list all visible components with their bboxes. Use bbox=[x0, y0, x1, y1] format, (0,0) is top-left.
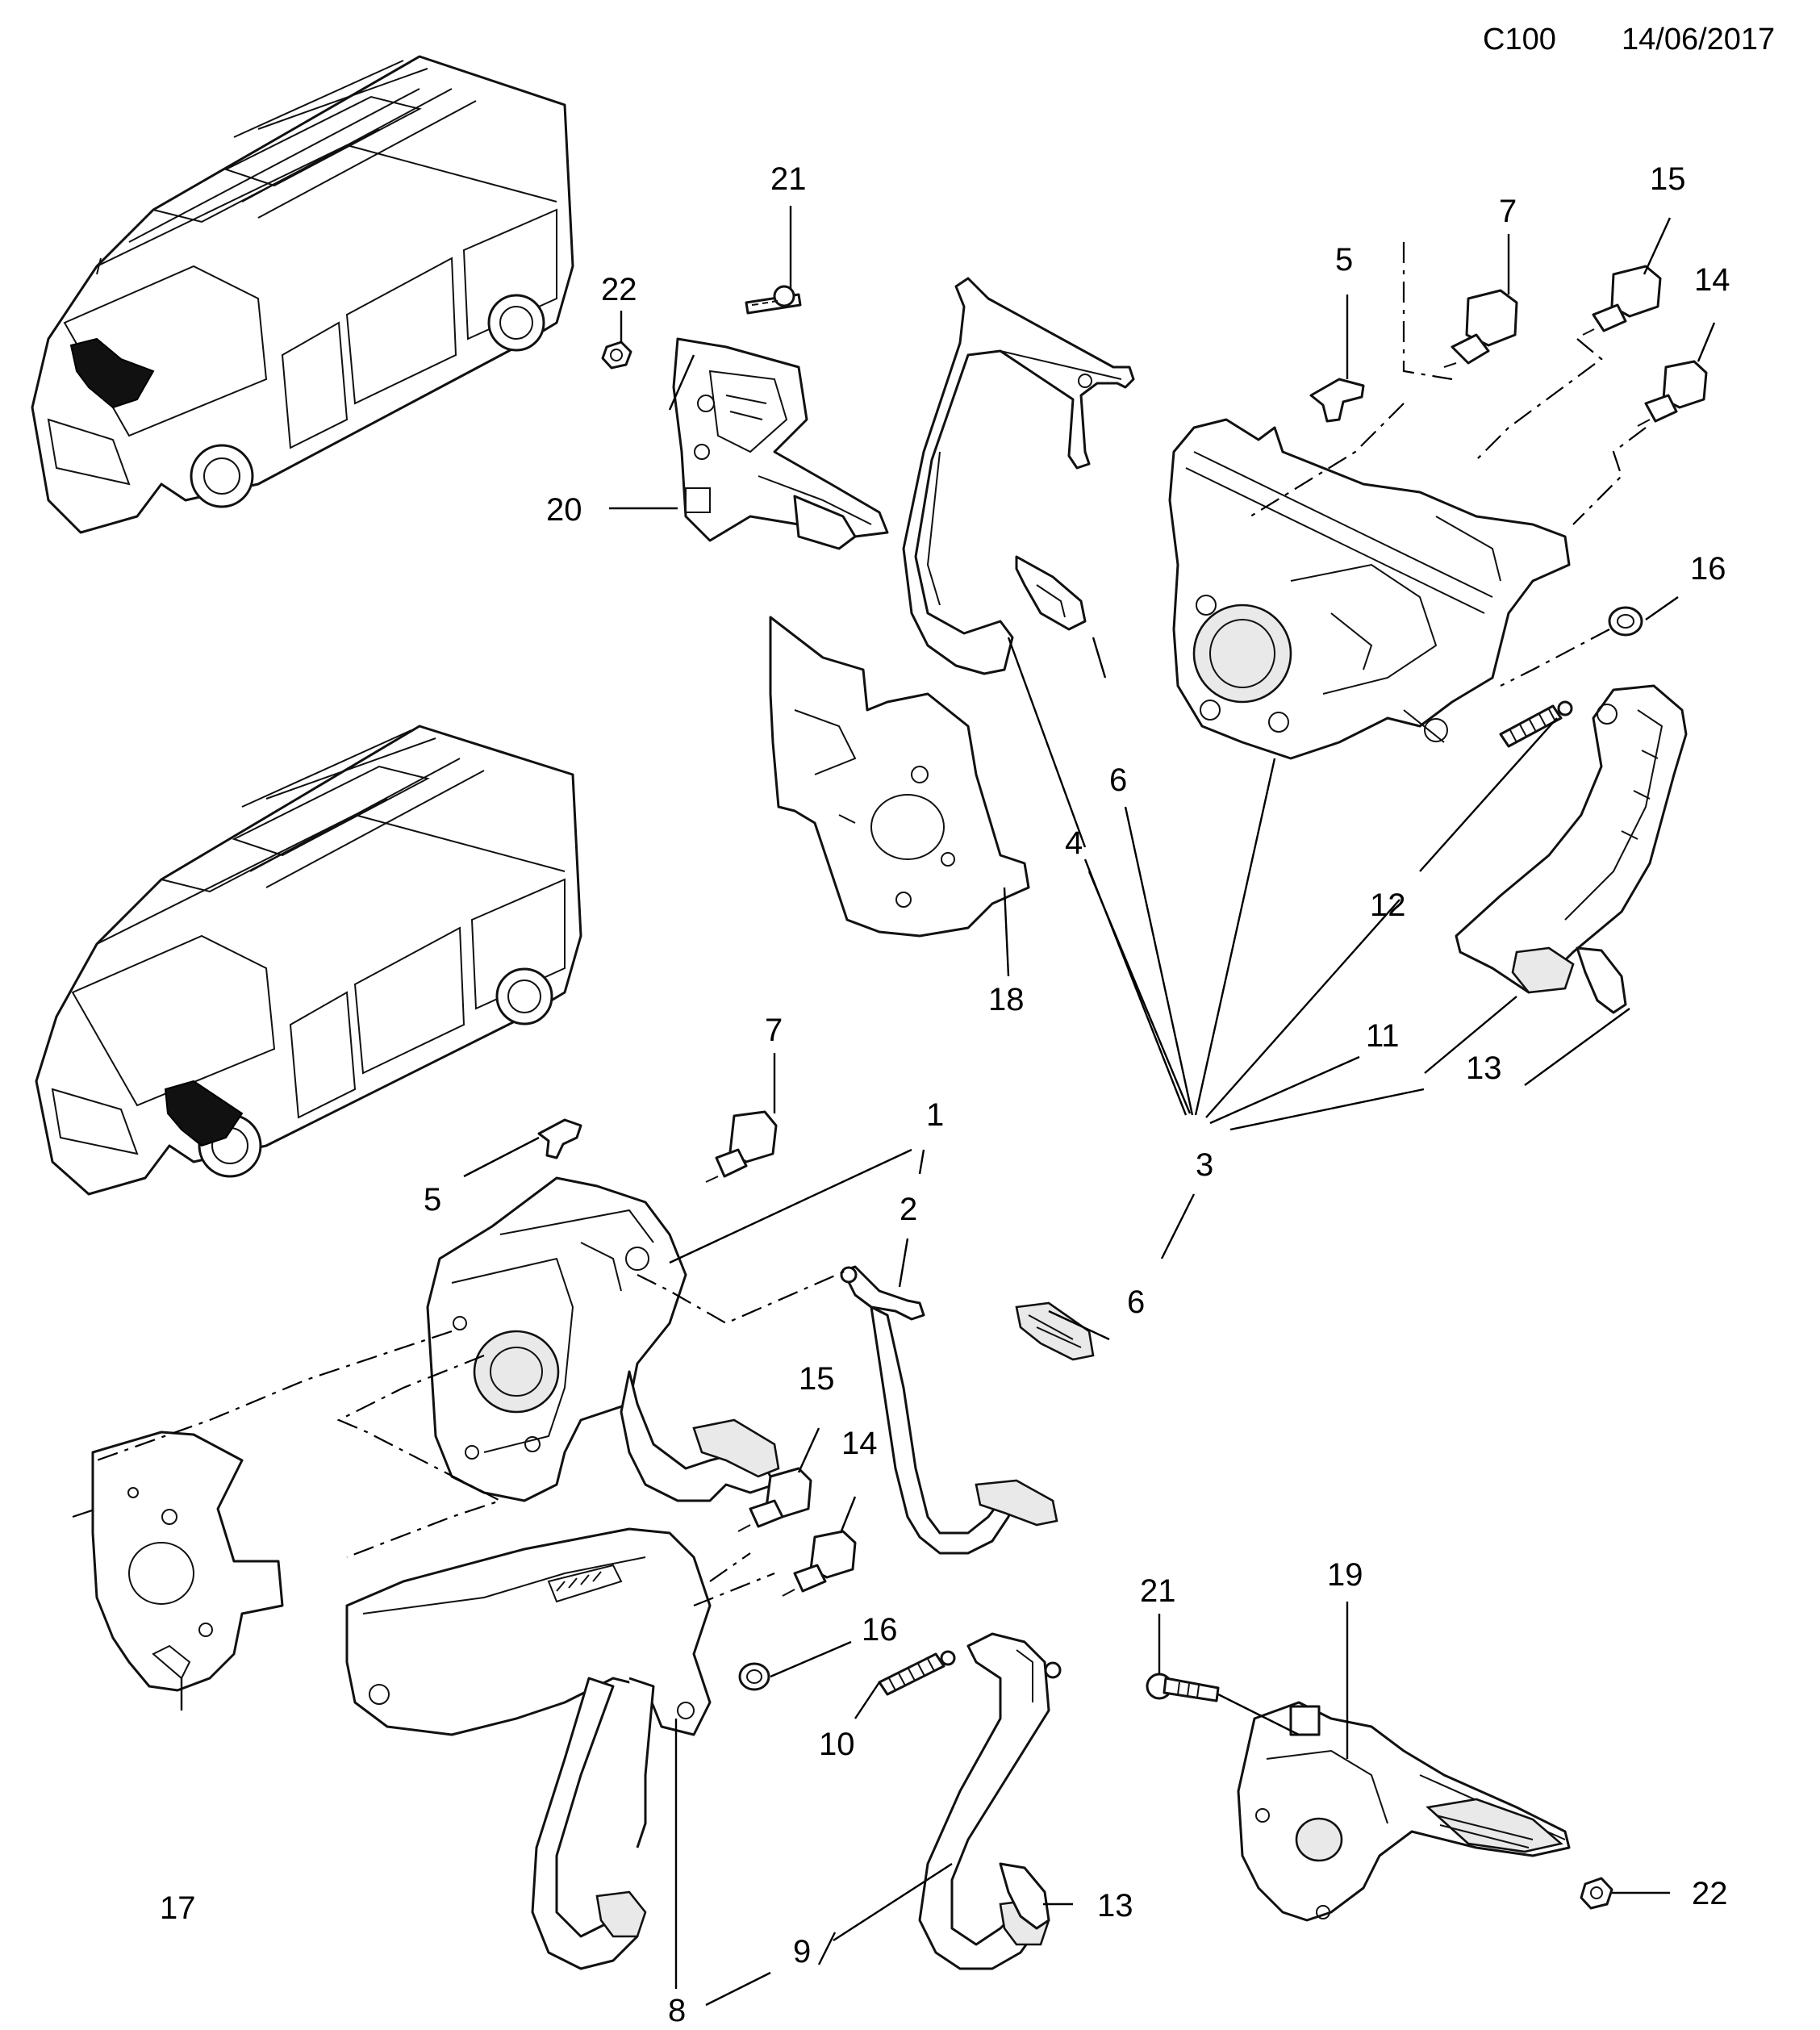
nut-22-lower bbox=[1580, 1877, 1613, 1910]
callout-10: 10 bbox=[819, 1727, 855, 1762]
spring-12-top bbox=[1499, 700, 1573, 748]
callout-13-top: 13 bbox=[1466, 1051, 1502, 1086]
callout-6-top: 6 bbox=[1109, 762, 1127, 798]
callout-22-lower: 22 bbox=[1692, 1876, 1728, 1911]
callout-15-lower: 15 bbox=[799, 1361, 835, 1397]
switch-15-top bbox=[1582, 265, 1662, 336]
callout-2: 2 bbox=[900, 1192, 917, 1227]
bolt-21-lower bbox=[1146, 1673, 1220, 1702]
callout-9: 9 bbox=[793, 1934, 811, 1969]
assembly-lines bbox=[72, 242, 1647, 1607]
callout-20: 20 bbox=[546, 492, 582, 528]
callout-18: 18 bbox=[988, 982, 1025, 1017]
pedal-bracket-8 bbox=[345, 1527, 712, 1970]
insulator-18 bbox=[769, 616, 1030, 938]
callout-15-top: 15 bbox=[1650, 161, 1686, 197]
nut-22-top bbox=[601, 340, 632, 370]
callout-17: 17 bbox=[160, 1890, 196, 1926]
bushing-16-lower bbox=[738, 1662, 770, 1691]
clip-5-lower bbox=[537, 1118, 582, 1159]
callout-21-top: 21 bbox=[770, 161, 807, 197]
callout-12: 12 bbox=[1370, 888, 1406, 923]
pedal-pad-13-lower bbox=[999, 1862, 1050, 1930]
callout-1: 1 bbox=[926, 1097, 944, 1133]
pedal-pad-6-lower bbox=[1015, 1301, 1095, 1361]
bolt-21-top bbox=[745, 285, 802, 315]
leader-lines bbox=[180, 206, 1716, 2007]
callout-21-lower: 21 bbox=[1140, 1573, 1176, 1609]
callout-11: 11 bbox=[1366, 1018, 1400, 1054]
insulator-17 bbox=[91, 1431, 284, 1692]
accelerator-pedal-module-top bbox=[672, 337, 889, 550]
callout-14-top: 14 bbox=[1694, 262, 1730, 298]
callout-13-lower: 13 bbox=[1097, 1888, 1133, 1923]
callout-6-lower: 6 bbox=[1127, 1284, 1145, 1320]
pedal-pad-6-top bbox=[1015, 555, 1087, 631]
callout-4: 4 bbox=[1065, 825, 1083, 861]
van-illustration-top bbox=[31, 55, 574, 534]
switch-7-lower bbox=[705, 1110, 778, 1183]
callout-7-top: 7 bbox=[1499, 194, 1517, 229]
brake-pedal-arm-1 bbox=[620, 1370, 780, 1502]
clip-5-top bbox=[1309, 378, 1365, 423]
pedal-shaft-2 bbox=[840, 1265, 1058, 1555]
callout-22-top: 22 bbox=[601, 272, 637, 307]
callout-16-top: 16 bbox=[1690, 551, 1726, 587]
pedal-pad-13-top bbox=[1576, 946, 1627, 1014]
diagram-code: C100 bbox=[1483, 23, 1556, 56]
bushing-16-top bbox=[1608, 606, 1643, 637]
pedal-box-3 bbox=[1168, 418, 1571, 760]
switch-14-lower bbox=[782, 1530, 857, 1597]
diagram-date: 14/06/2017 bbox=[1622, 23, 1776, 56]
spring-10 bbox=[878, 1650, 956, 1696]
callout-3: 3 bbox=[1196, 1147, 1213, 1183]
brake-pedal-top bbox=[902, 277, 1135, 675]
van-illustration-bottom bbox=[35, 725, 582, 1196]
switch-7-top bbox=[1443, 289, 1518, 368]
callout-5-top: 5 bbox=[1335, 242, 1353, 278]
accelerator-pedal-module-19 bbox=[1237, 1701, 1571, 1922]
callout-7-lower: 7 bbox=[765, 1013, 783, 1048]
callout-labels: 21 22 20 7 5 15 14 16 6 4 12 18 11 13 3 … bbox=[160, 161, 1730, 2028]
callout-5-lower: 5 bbox=[424, 1182, 441, 1218]
switch-15-lower bbox=[737, 1467, 812, 1532]
callout-14-lower: 14 bbox=[841, 1426, 878, 1461]
callout-16-lower: 16 bbox=[862, 1612, 898, 1648]
callout-8: 8 bbox=[668, 1993, 686, 2028]
pedal-box-1 bbox=[426, 1176, 687, 1502]
clutch-pedal-11 bbox=[1455, 684, 1688, 994]
callout-19: 19 bbox=[1327, 1557, 1363, 1593]
switch-14-top bbox=[1637, 360, 1708, 427]
